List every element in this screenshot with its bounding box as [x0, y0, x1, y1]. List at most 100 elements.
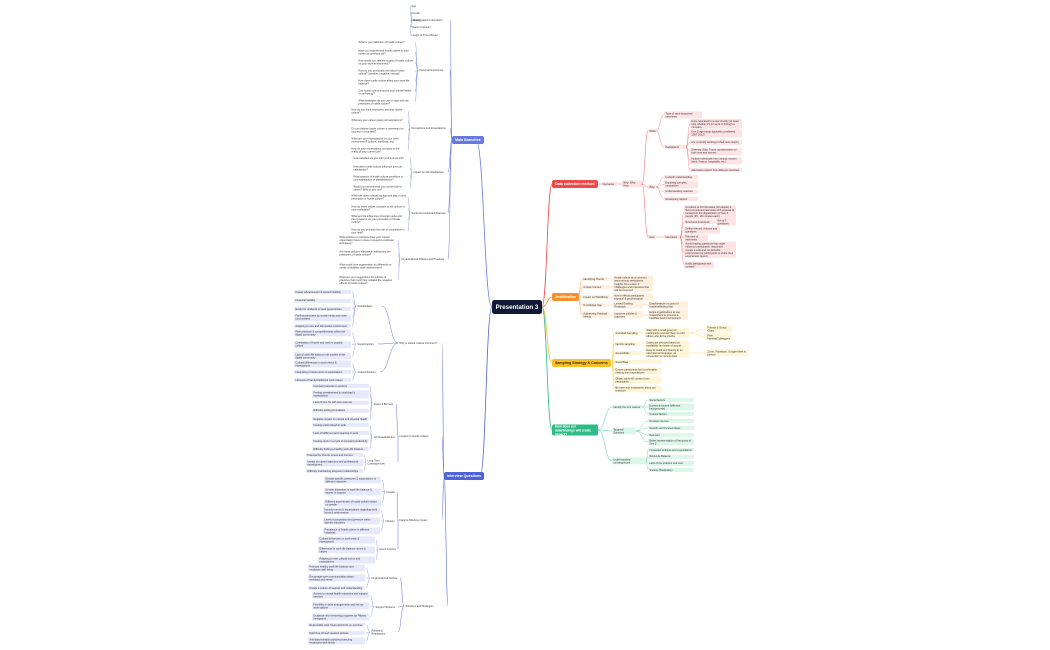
leaf-node[interactable]: How do these values compare to the cultu… [351, 205, 405, 212]
leaf-node[interactable]: Start with a small group of participants… [645, 327, 689, 339]
leaf-node[interactable]: Zoom, Facebook, Google Meet in person [706, 349, 748, 357]
how-label[interactable]: How [648, 234, 656, 240]
group-label[interactable]: Organizational Culture [371, 576, 398, 580]
group-label[interactable]: Policies & Regulations [371, 628, 386, 635]
leaf-node[interactable]: Impact on career trajectory and professi… [306, 459, 363, 467]
leaf-node[interactable]: Exploring complex motivations [664, 180, 698, 189]
leaf-node[interactable]: Insights from a Gen Z challenges and pre… [613, 281, 653, 293]
leaf-node[interactable]: How it effects participants physical & p… [613, 293, 653, 301]
leaf-node[interactable]: Friends & Group Chats [706, 325, 732, 333]
root-node[interactable]: Presentation 3 [492, 300, 542, 314]
leaf-node[interactable]: Limited Existing Research [613, 301, 643, 309]
leaf-node[interactable]: Do you believe hustle culture is necessa… [351, 127, 404, 134]
leaf-node[interactable]: Gender disparities in work-life balance … [324, 487, 381, 496]
group-label[interactable]: Impact on Job Satisfaction [413, 170, 444, 174]
group-label[interactable]: Industry [385, 519, 395, 523]
group-label[interactable]: Snowball Sampling [614, 330, 642, 336]
leaf-node[interactable]: Cultural influences on work ethic & expe… [318, 536, 375, 544]
leaf-node[interactable]: Develop courses [648, 418, 694, 424]
leaf-node[interactable]: Diversity (Gay, Trans) representation of… [690, 147, 742, 156]
leaf-node[interactable]: Potential for chronic stress and burnout [306, 452, 363, 458]
leaf-node[interactable]: Lack of time for self-care and rest [312, 400, 369, 405]
leaf-node[interactable]: Cultural factors [648, 411, 694, 417]
leaf-node[interactable]: Anti-discrimination policies protecting … [308, 637, 365, 645]
group-label[interactable]: Social Factors [357, 342, 374, 346]
leaf-node[interactable]: Reasonable work hours and limits on over… [308, 622, 365, 628]
group-label[interactable]: Ensure participants feel comfortable sha… [614, 367, 662, 375]
branch-impact[interactable]: How does our data/findings will create i… [552, 424, 598, 436]
section-label[interactable]: Factors Affecting Impact [399, 518, 428, 522]
group-label[interactable]: Personal Experience [419, 68, 444, 72]
leaf-node[interactable]: What aspects of hustle culture contribut… [353, 174, 404, 181]
group-label[interactable]: Perceptions and Expectations [411, 126, 446, 130]
leaf-node[interactable]: Lack of work-life balance role models in… [294, 352, 351, 360]
group-label[interactable]: Globalization [357, 304, 373, 308]
group-label[interactable]: Understanding consequences [612, 457, 646, 465]
interviews-node[interactable]: Interviews [601, 181, 619, 187]
leaf-node[interactable]: Increased wellness and expectations [648, 447, 694, 453]
leaf-node[interactable]: Pilot test of interviews [684, 234, 708, 242]
leaf-node[interactable]: Access to mental health resources and su… [312, 591, 369, 599]
group-label[interactable]: Identity sampling [614, 341, 642, 347]
leaf-node[interactable]: Prevalence of hustle culture in differen… [323, 527, 380, 535]
leaf-node[interactable]: Gen Z age range (typically considered 19… [690, 129, 742, 137]
group-label[interactable]: Stress & Burnout [373, 402, 393, 406]
leaf-node[interactable]: Constant pressure to perform [312, 383, 369, 389]
leaf-node[interactable]: Years in Industry [411, 26, 431, 30]
leaf-node[interactable]: Specific and focused ideas [648, 425, 694, 431]
group-label[interactable]: Addressing Practical Needs [582, 311, 610, 319]
group-label[interactable]: Identify the root causes [612, 404, 642, 410]
leaf-node[interactable]: How do your expectations compare to the … [351, 146, 400, 153]
leaf-node[interactable]: Differences in work-life balance norms &… [318, 546, 375, 554]
leaf-node[interactable]: Length of Time Abroad [411, 33, 438, 37]
leaf-node[interactable]: What strategies do you use to cope with … [358, 98, 409, 105]
leaf-node[interactable]: Difficulty setting boundaries [312, 408, 369, 413]
group-label[interactable]: Unique Context [582, 284, 610, 290]
leaf-node[interactable]: Would you recommend your current job to … [353, 184, 402, 191]
leaf-node[interactable]: Level of competition and pressure within… [323, 517, 380, 525]
leaf-node[interactable]: How do you think employers perceive hust… [351, 107, 403, 114]
leaf-node[interactable]: Adapting to new and fast-paced environme… [294, 323, 351, 329]
leaf-node[interactable]: Feeling stuck in a cycle of constant pro… [312, 438, 369, 444]
leaf-node[interactable]: Define themes, themes and questions [684, 226, 720, 234]
group-label[interactable]: Knowledge Gap [582, 302, 610, 308]
leaf-node[interactable]: Improves policies & practices [613, 311, 643, 319]
leaf-node[interactable]: Developing rapport [664, 196, 698, 202]
leaf-node[interactable]: What policies or practices does your cur… [339, 235, 394, 245]
leaf-node[interactable]: Create a culture of support and understa… [308, 585, 365, 591]
section-label[interactable]: Why is Hustle Culture Common? [399, 341, 438, 345]
leaf-node[interactable]: Celebration of hustle and work in popula… [294, 340, 351, 349]
branch-interview-questions[interactable]: Interview Questions [444, 472, 485, 480]
leaf-node[interactable]: Better representation of the group of Ge… [648, 438, 694, 446]
group-label[interactable]: Be open and transparent about our resear… [614, 385, 662, 393]
leaf-node[interactable]: How do you personally feel about hustle … [358, 68, 405, 75]
leaf-node[interactable]: Structured interviews [684, 219, 714, 225]
leaf-node[interactable]: What role does cultural background play … [351, 193, 407, 200]
leaf-node[interactable]: Alternative aspect from different countr… [690, 167, 742, 173]
leaf-node[interactable]: How do you perceive the role of competit… [351, 227, 405, 234]
branch-sampling[interactable]: Sampling Strategy & Concerns [552, 359, 611, 367]
group-label[interactable]: Interviews [664, 234, 680, 240]
leaf-node[interactable]: Promote healthy work-life balance and em… [308, 564, 365, 572]
leaf-node[interactable]: Industry [411, 18, 421, 22]
leaf-node[interactable]: How does hustle culture influence your j… [353, 164, 403, 171]
leaf-node[interactable]: Negative impact on mental and physical h… [312, 416, 369, 422]
leaf-node[interactable]: How satisfied are you with your current … [353, 156, 404, 160]
group-label[interactable]: Targeted Solutions [612, 427, 636, 435]
leaf-node[interactable]: Type of semi-structured interviews [664, 111, 702, 119]
section-label[interactable]: Solutions and Strategies [405, 604, 434, 608]
group-label[interactable]: Obtain informed consent from participant… [614, 376, 662, 384]
leaf-node[interactable]: Audio participants with consent [684, 261, 714, 269]
leaf-node[interactable]: What are your expectations for your work… [351, 137, 399, 144]
leaf-node[interactable]: Include individuals from various sectors… [690, 157, 742, 165]
leaf-node[interactable]: Career advancement & upward mobility [294, 289, 351, 295]
leaf-node[interactable]: What is your definition of hustle cultur… [358, 40, 405, 44]
leaf-node[interactable]: Helps organizations to use researchers t… [648, 309, 688, 321]
leaf-node[interactable]: Conducts of 15 interviews (40 people) & … [684, 205, 736, 219]
leaf-node[interactable]: Financial stability [294, 298, 351, 303]
group-label[interactable]: Home Country [379, 547, 397, 551]
leaf-node[interactable]: Economic factors (different backgrounds) [648, 403, 694, 411]
leaf-node[interactable]: How would you rate the impact of hustle … [358, 58, 413, 65]
leaf-node[interactable]: Can hustle culture improve your mental h… [358, 88, 412, 95]
leaf-node[interactable]: Different experiences of hustle culture … [324, 499, 381, 507]
